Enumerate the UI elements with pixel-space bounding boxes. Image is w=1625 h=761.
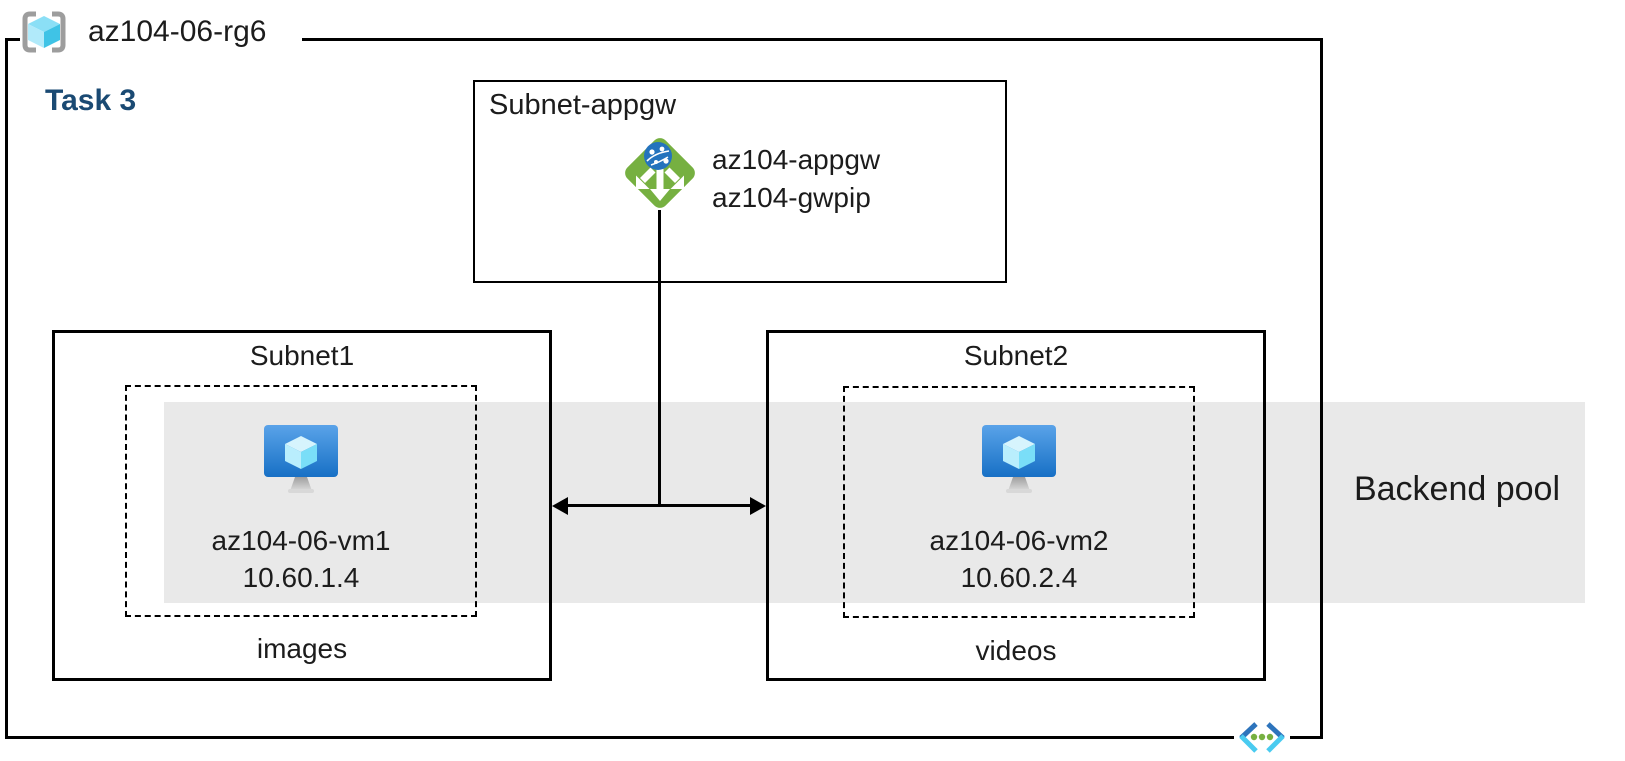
vm2-name: az104-06-vm2	[929, 525, 1109, 556]
resource-group-box	[5, 38, 1323, 739]
subnet2-backend-dashed-box	[843, 386, 1195, 618]
backend-pool-band	[164, 402, 1585, 603]
virtual-machine-icon	[982, 425, 1056, 495]
vm2-labels: az104-06-vm2 10.60.2.4	[843, 522, 1195, 596]
appgw-name: az104-appgw	[712, 144, 881, 175]
application-gateway-icon	[624, 131, 696, 215]
subnet2-caption: videos	[975, 635, 1057, 666]
appgw-pip-name: az104-gwpip	[712, 182, 871, 213]
subnet2-label: Subnet2	[963, 340, 1069, 371]
subnet2-box	[766, 330, 1266, 681]
vm2-ip: 10.60.2.4	[960, 562, 1078, 593]
virtual-machine-icon	[264, 425, 338, 495]
arrow-shaft	[562, 504, 756, 507]
vm1-labels: az104-06-vm1 10.60.1.4	[125, 522, 477, 596]
backend-pool-label: Backend pool	[1353, 470, 1561, 508]
resource-group-icon	[20, 9, 68, 55]
resource-group-border-gap	[20, 33, 302, 45]
task-label: Task 3	[45, 84, 137, 117]
subnet1-label: Subnet1	[249, 340, 355, 371]
subnet-link-arrow	[552, 497, 766, 515]
virtual-network-icon	[1234, 719, 1290, 755]
subnet1-caption: images	[256, 633, 348, 664]
appgw-name-labels: az104-appgw az104-gwpip	[712, 141, 880, 217]
vm1-ip: 10.60.1.4	[242, 562, 360, 593]
subnet1-backend-dashed-box	[125, 385, 477, 617]
subnet1-box	[52, 330, 552, 681]
arrowhead-right-icon	[750, 497, 766, 515]
resource-group-title: az104-06-rg6	[88, 15, 267, 48]
appgw-connector-line	[658, 210, 661, 506]
arrowhead-left-icon	[552, 497, 568, 515]
appgw-subnet-label: Subnet-appgw	[489, 89, 677, 121]
vm1-name: az104-06-vm1	[211, 525, 391, 556]
appgw-subnet-box	[473, 80, 1007, 283]
